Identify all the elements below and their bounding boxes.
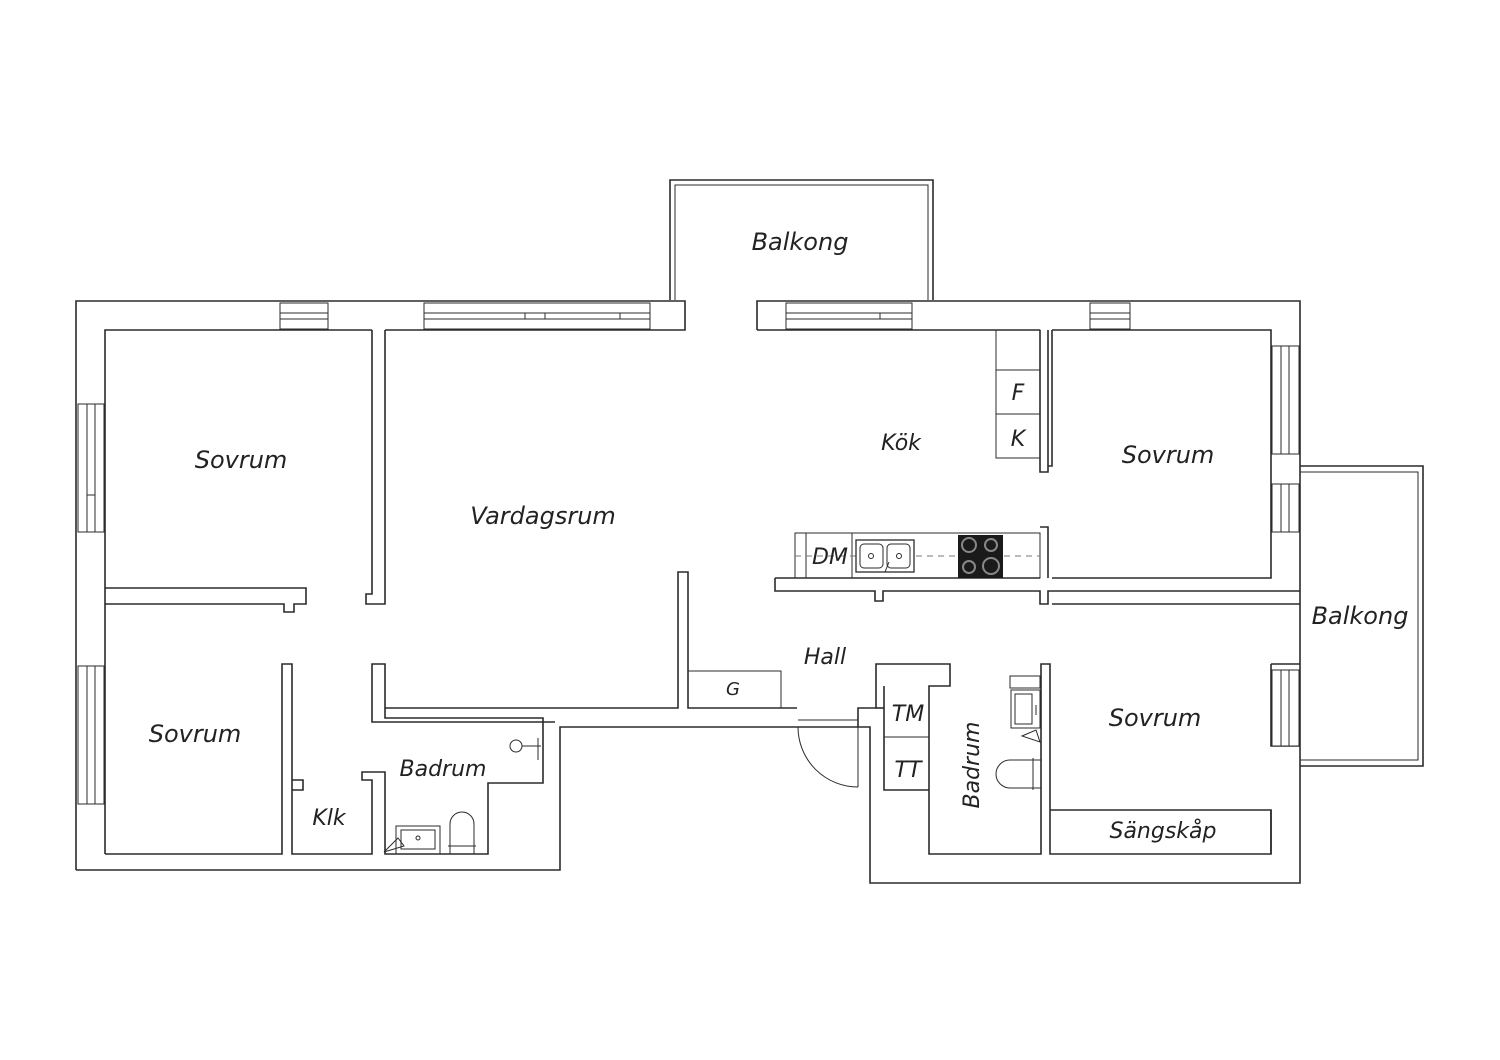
room-label-vardagsrum: Vardagsrum (470, 502, 616, 530)
room-label-hall: Hall (804, 645, 846, 670)
room-label-balkong-right: Balkong (1312, 602, 1409, 630)
fridge-freezer-column (995, 329, 1041, 459)
balcony-top (669, 179, 934, 300)
fixture-label-wardrobe: G (726, 679, 740, 700)
stove-icon (958, 535, 1003, 578)
kitchen-counter (794, 532, 1041, 579)
room-label-sovrum-bottom-right: Sovrum (1109, 704, 1202, 732)
room-label-balkong-top: Balkong (752, 228, 849, 256)
toilet-icon (448, 811, 476, 855)
room-label-sovrum-top-left: Sovrum (195, 446, 288, 474)
room-label-kok: Kök (881, 431, 922, 456)
room-label-klk: Klk (312, 806, 347, 831)
windows (77, 302, 1300, 805)
balcony-right (1300, 465, 1424, 767)
room-label-sovrum-top-right: Sovrum (1122, 441, 1215, 469)
shower-icon (1020, 729, 1041, 743)
fixture-label-dryer: TT (895, 758, 923, 783)
room-label-sangskap: Sängskåp (1109, 818, 1216, 844)
entrance-door (797, 719, 859, 788)
washbasin-icon (383, 825, 441, 855)
room-label-badrum-right: Badrum (960, 722, 985, 809)
fixture-label-dishwasher: DM (812, 545, 848, 570)
shower-icon (509, 738, 541, 760)
kitchen-sink-icon (855, 539, 915, 573)
room-label-sovrum-bottom-left: Sovrum (149, 720, 242, 748)
fixture-label-washer: TM (892, 702, 924, 727)
fixture-label-freezer: K (1011, 427, 1027, 452)
left-interior-walls (105, 330, 797, 791)
right-interior-walls (774, 330, 1300, 855)
fixture-label-fridge: F (1012, 381, 1025, 406)
room-label-badrum-left: Badrum (400, 757, 487, 782)
toilet-icon (995, 758, 1041, 790)
exterior-walls (75, 300, 1301, 884)
washbasin-icon (1010, 689, 1041, 729)
